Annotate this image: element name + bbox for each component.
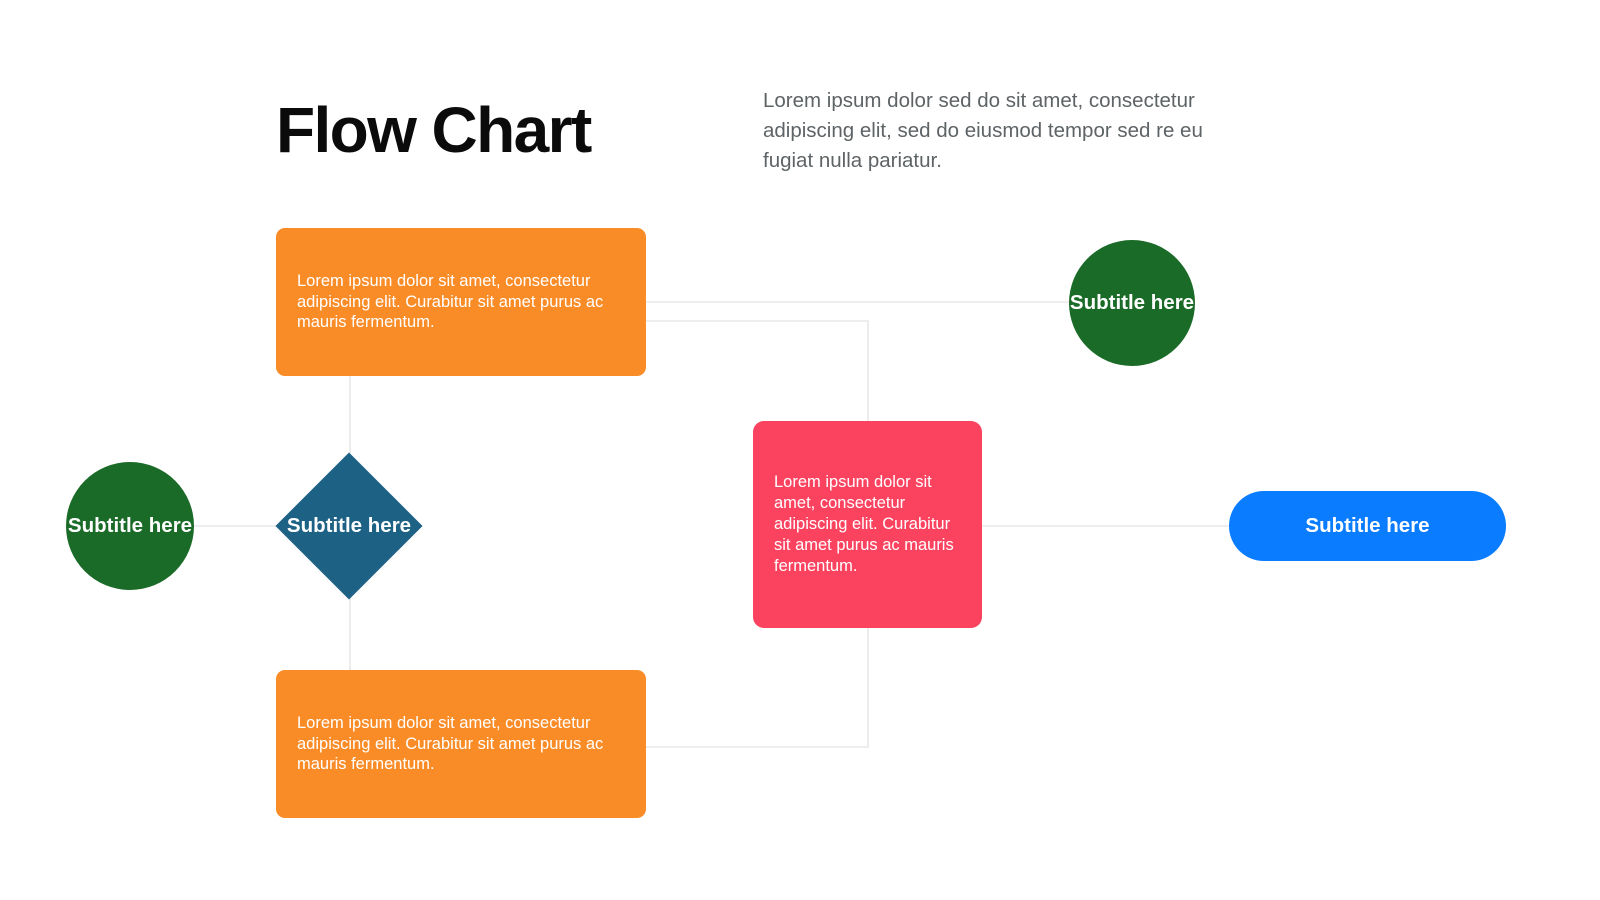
node-pill-label: Subtitle here bbox=[1305, 514, 1430, 537]
node-red-text: Lorem ipsum dolor sit amet, consectetur … bbox=[774, 473, 954, 575]
node-pill[interactable]: Subtitle here bbox=[1229, 491, 1506, 561]
node-circle-right-label: Subtitle here bbox=[1069, 291, 1195, 314]
node-circle-right[interactable]: Subtitle here bbox=[1069, 240, 1195, 366]
node-orange-top-text: Lorem ipsum dolor sit amet, consectetur … bbox=[297, 271, 604, 332]
node-diamond-label: Subtitle here bbox=[286, 514, 412, 537]
node-circle-left[interactable]: Subtitle here bbox=[66, 462, 194, 590]
node-orange-top[interactable]: Lorem ipsum dolor sit amet, consectetur … bbox=[276, 228, 646, 376]
node-diamond[interactable]: Subtitle here bbox=[275, 452, 423, 600]
node-circle-left-label: Subtitle here bbox=[67, 514, 193, 537]
page-title: Flow Chart bbox=[276, 94, 592, 166]
node-red[interactable]: Lorem ipsum dolor sit amet, consectetur … bbox=[753, 421, 982, 628]
node-orange-bottom[interactable]: Lorem ipsum dolor sit amet, consectetur … bbox=[276, 670, 646, 818]
node-orange-bottom-text: Lorem ipsum dolor sit amet, consectetur … bbox=[297, 713, 604, 774]
page-description: Lorem ipsum dolor sed do sit amet, conse… bbox=[763, 89, 1203, 172]
